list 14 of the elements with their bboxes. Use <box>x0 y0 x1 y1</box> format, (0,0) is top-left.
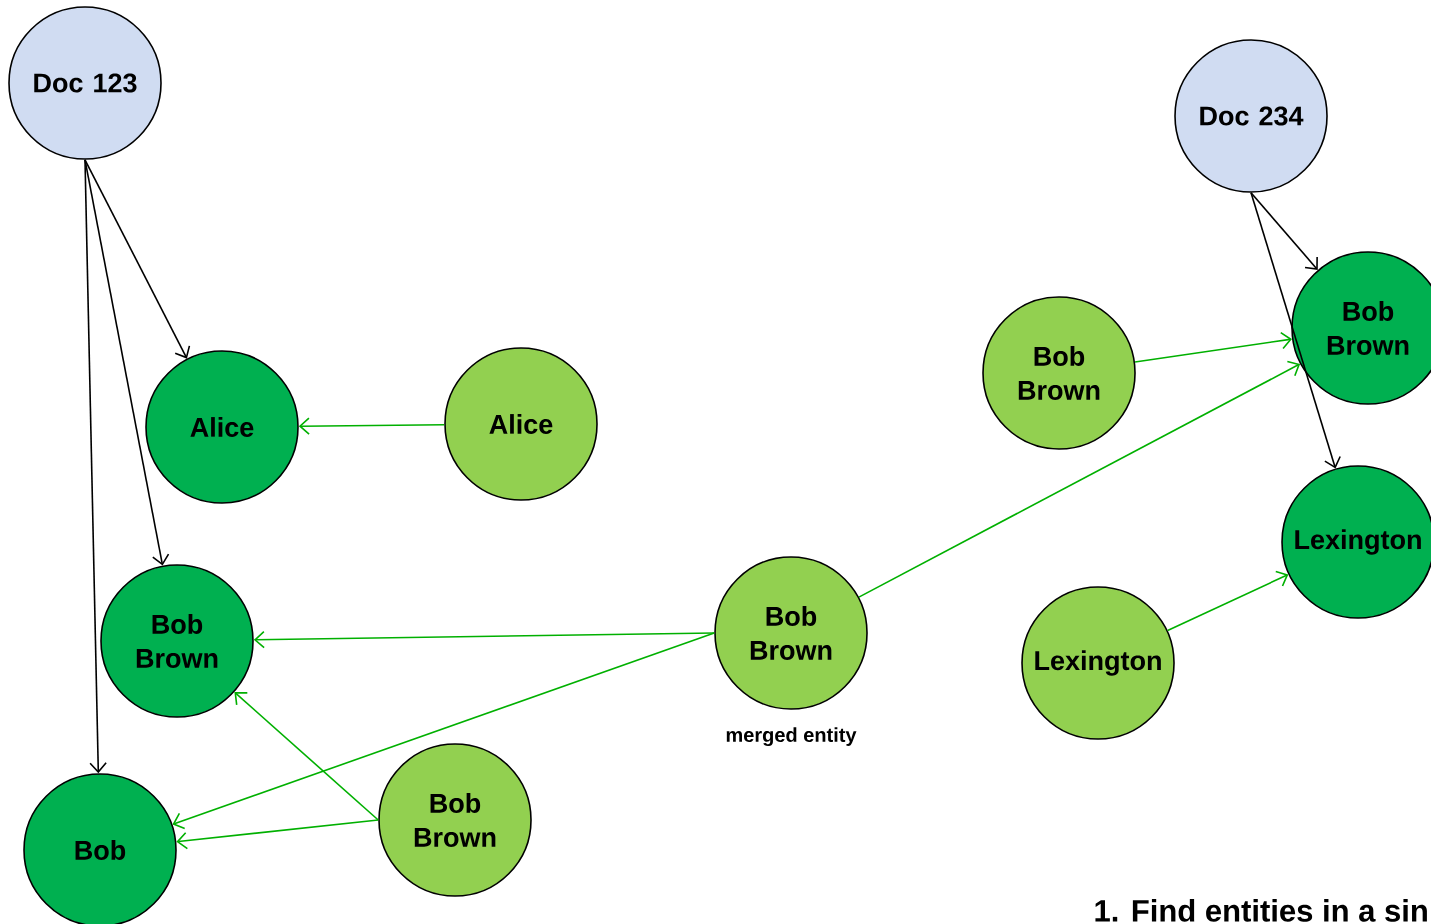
heading: 1. Find entities in a sin <box>1095 899 1427 922</box>
arrow <box>1250 192 1341 469</box>
arrow <box>84 159 107 774</box>
arrow <box>234 692 379 821</box>
arrow <box>1250 192 1318 270</box>
node-label: merged entity <box>726 727 857 747</box>
arrow <box>298 417 446 435</box>
arrow <box>1166 570 1289 632</box>
arrow <box>176 819 379 850</box>
arrow <box>84 159 191 359</box>
arrow <box>253 630 715 649</box>
arrow <box>858 360 1301 598</box>
arrow <box>1134 331 1293 363</box>
arrow <box>172 632 715 830</box>
